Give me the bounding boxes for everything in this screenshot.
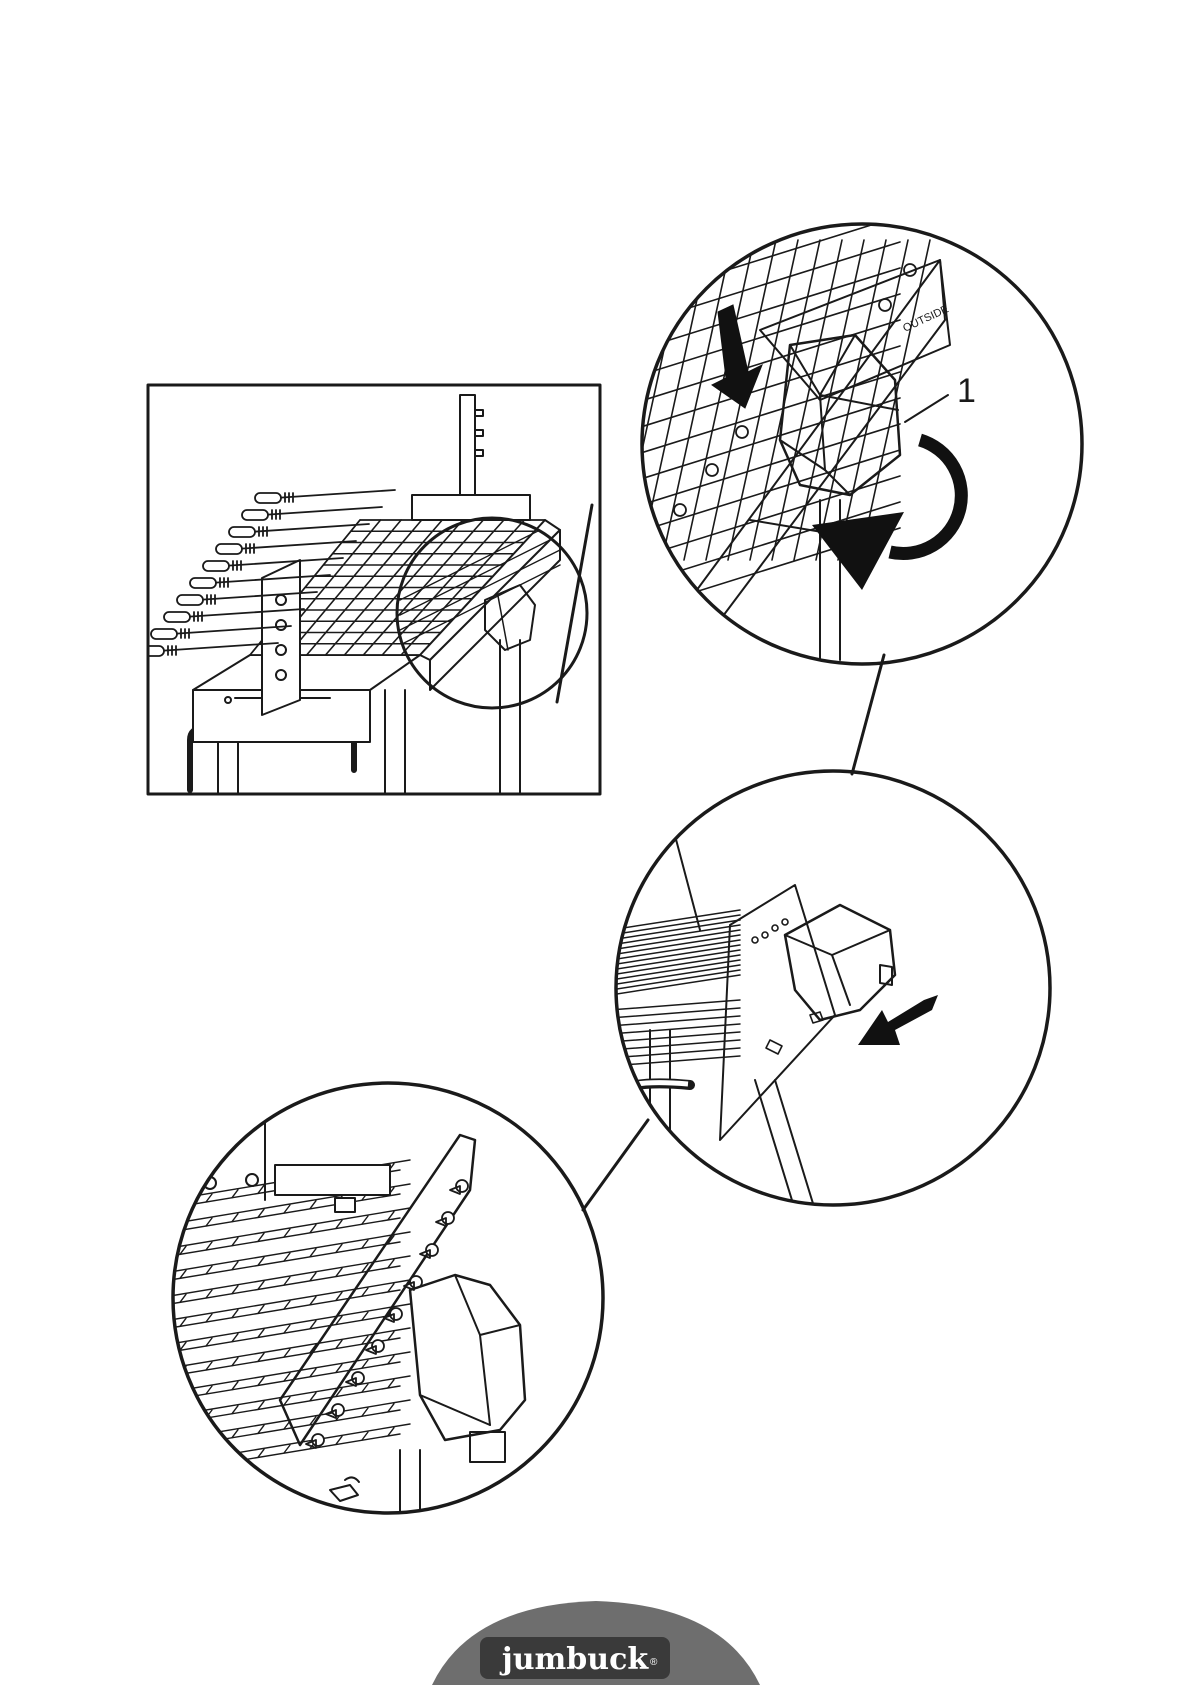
slide-out-arrow-icon <box>858 995 938 1045</box>
brand-logo: jumbuck <box>499 1642 649 1677</box>
rotate-arrow-icon <box>890 440 961 554</box>
footer-brand-badge: jumbuck ® <box>432 1601 760 1685</box>
callout-number-1: 1 <box>957 372 976 410</box>
overview-inset <box>138 385 600 794</box>
panel-label: OUTSIDE <box>901 303 950 335</box>
detail-circle-remove-motor <box>610 760 1050 1210</box>
detail-circle-mounted-motor <box>170 1083 603 1515</box>
brand-registered-mark: ® <box>650 1657 658 1668</box>
detail-circle-rotate-motor: OUTSIDE <box>530 190 1082 664</box>
